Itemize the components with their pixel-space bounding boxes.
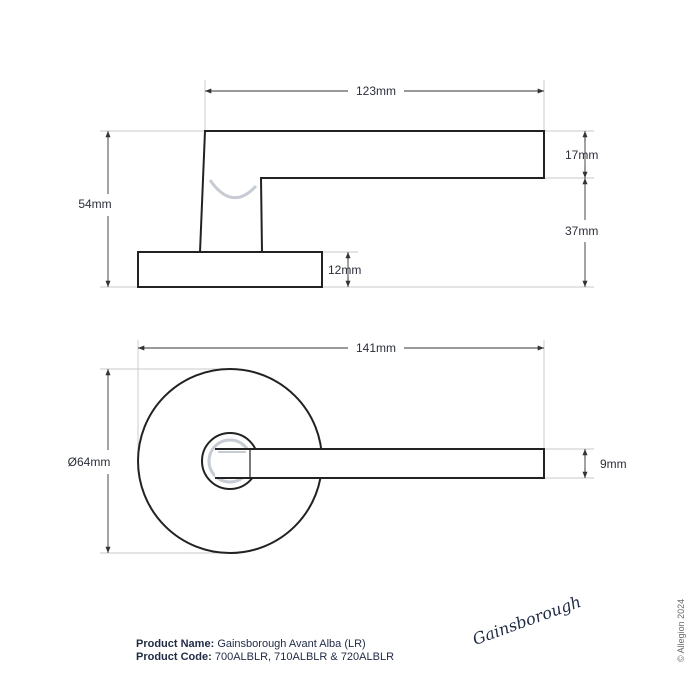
dim-label-arm-height: 17mm	[565, 148, 598, 162]
lever-side-outline	[199, 130, 545, 253]
product-code-value: 700ALBLR, 710ALBLR & 720ALBLR	[214, 651, 395, 663]
top-view: 141mm Ø64mm 9mm	[68, 340, 627, 554]
product-name-row: Product Name: Gainsborough Avant Alba (L…	[136, 638, 394, 651]
dim-label-top-width: 123mm	[356, 84, 396, 98]
product-info: Product Name: Gainsborough Avant Alba (L…	[136, 638, 394, 664]
product-name-value: Gainsborough Avant Alba (LR)	[217, 638, 366, 650]
dim-label-lever-width: 9mm	[600, 457, 627, 471]
copyright-notice: © Allegion 2024	[676, 598, 686, 662]
product-code-row: Product Code: 700ALBLR, 710ALBLR & 720AL…	[136, 651, 394, 664]
side-view: 123mm 54mm 17mm 37mm 12mm	[78, 80, 598, 288]
rose-side-outline	[137, 251, 323, 288]
dim-label-total-height: 54mm	[78, 197, 111, 211]
product-name-label: Product Name:	[136, 638, 215, 650]
dim-label-neck-height: 37mm	[565, 224, 598, 238]
lever-top-outline	[215, 448, 545, 479]
neck-curve	[208, 179, 258, 200]
dim-label-rose-height: 12mm	[328, 263, 361, 277]
dim-label-rose-diameter: Ø64mm	[68, 455, 111, 469]
dim-label-bottom-width: 141mm	[356, 341, 396, 355]
product-code-label: Product Code:	[136, 651, 212, 663]
